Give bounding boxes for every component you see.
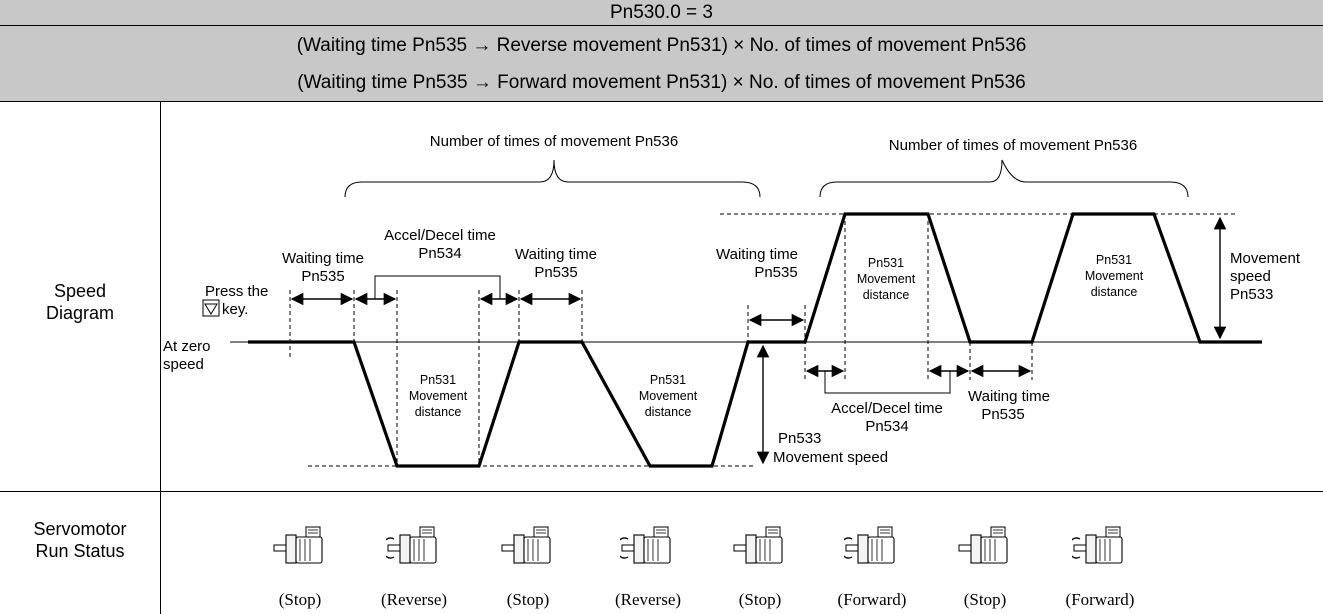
run-status-label-item: (Forward) — [1065, 590, 1135, 609]
run-status-label: Servomotor Run Status — [33, 519, 127, 561]
title-text: Pn530.0 = 3 — [609, 2, 713, 23]
servomotor-icon — [732, 525, 788, 573]
distance-a-2: Movement — [409, 389, 468, 403]
servomotor-icon — [615, 525, 676, 573]
run-status-label-item: (Stop) — [738, 590, 782, 609]
accel-time-left-1: Accel/Decel time — [384, 227, 496, 244]
distance-c-3: distance — [863, 288, 910, 302]
distance-b-3: distance — [645, 405, 692, 419]
accel-time-right-1: Accel/Decel time — [831, 400, 943, 417]
sequence-line-2: (Waiting time Pn535 → Forward movement P… — [297, 72, 1026, 93]
servomotor-icon — [272, 525, 328, 573]
waiting-time-mid-1: Waiting time — [515, 246, 597, 263]
servomotor-icon — [957, 525, 1013, 573]
zero-speed-label-1: At zero — [163, 338, 211, 355]
servomotor-icon — [839, 525, 900, 573]
distance-c-2: Movement — [857, 272, 916, 286]
brace-left-label: Number of times of movement Pn536 — [430, 133, 678, 150]
distance-b-2: Movement — [639, 389, 698, 403]
sequence-description: (Waiting time Pn535 → Reverse movement P… — [0, 26, 1323, 101]
run-status-label-item: (Stop) — [278, 590, 322, 609]
waiting-time-center-1: Waiting time — [716, 246, 798, 263]
run-status-label-item: (Stop) — [963, 590, 1007, 609]
speed-diagram-label: Speed Diagram — [45, 281, 115, 323]
accel-time-left-2: Pn534 — [418, 245, 461, 262]
distance-d-2: Movement — [1085, 269, 1144, 283]
waiting-time-mid-2: Pn535 — [534, 264, 577, 281]
waiting-time-right-1: Waiting time — [968, 388, 1050, 405]
run-status-label-item: (Reverse) — [614, 590, 682, 609]
speed-profile — [248, 212, 1262, 468]
run-status-label-item: (Stop) — [506, 590, 550, 609]
waiting-time-left-1: Waiting time — [282, 250, 364, 267]
servomotor-icon — [381, 525, 442, 573]
zero-speed-label-2: speed — [163, 356, 204, 373]
servomotor-icon — [1067, 525, 1128, 573]
run-status-label-item: (Forward) — [837, 590, 907, 609]
distance-a-1: Pn531 — [420, 373, 456, 387]
distance-d-3: distance — [1091, 285, 1138, 299]
waiting-time-center-2: Pn535 — [754, 264, 797, 281]
run-status-label-item: (Reverse) — [380, 590, 448, 609]
repeat-brace-right — [819, 159, 1189, 198]
down-triangle-key-icon — [202, 299, 220, 317]
press-label-1: Press the — [205, 283, 268, 300]
movement-speed-label: Movement speed — [773, 449, 888, 466]
accel-time-right-2: Pn534 — [865, 418, 908, 435]
distance-a-3: distance — [415, 405, 462, 419]
pn533-label: Pn533 — [778, 430, 821, 447]
waiting-time-left-2: Pn535 — [301, 268, 344, 285]
movement-speed-right-3: Pn533 — [1230, 286, 1273, 303]
distance-d-1: Pn531 — [1096, 253, 1132, 267]
press-label-2: key. — [222, 301, 248, 318]
distance-b-1: Pn531 — [650, 373, 686, 387]
speed-diagram: Number of times of movement Pn536 Number… — [163, 133, 1301, 468]
movement-speed-right-1: Movement — [1230, 250, 1301, 267]
waiting-time-right-2: Pn535 — [981, 406, 1024, 423]
sequence-line-1: (Waiting time Pn535 → Reverse movement P… — [296, 35, 1027, 56]
movement-speed-right-2: speed — [1230, 268, 1271, 285]
distance-c-1: Pn531 — [868, 256, 904, 270]
repeat-brace-left — [344, 159, 761, 198]
brace-right-label: Number of times of movement Pn536 — [889, 137, 1137, 154]
table-title: Pn530.0 = 3 — [0, 0, 1323, 25]
servomotor-icon — [500, 525, 556, 573]
